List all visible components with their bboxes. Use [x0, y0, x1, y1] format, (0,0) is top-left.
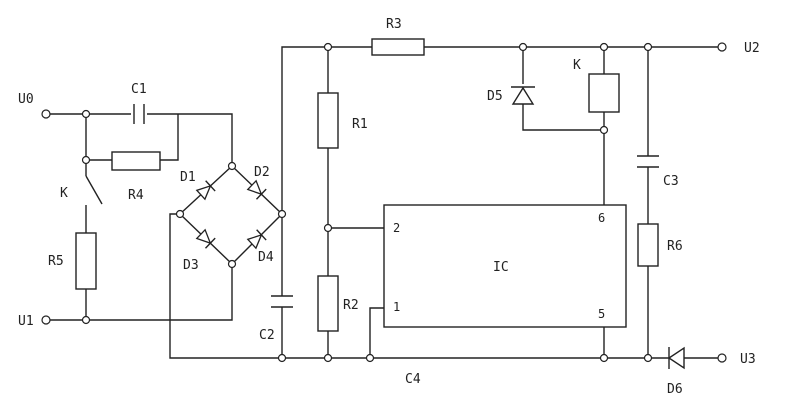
terminal-u0	[41, 109, 51, 119]
terminal-u2	[717, 42, 727, 52]
diode-d2	[246, 179, 267, 200]
label-r5: R5	[48, 254, 64, 269]
ic-pin-5-label: 5	[598, 307, 605, 321]
label-d3: D3	[183, 258, 199, 273]
label-c2: C2	[259, 328, 275, 343]
junction-nodes	[81, 42, 653, 363]
ic-pin-6-label: 6	[598, 211, 605, 225]
resistor-r2	[317, 275, 339, 332]
ic-pin-2-label: 2	[393, 221, 400, 235]
label-d5: D5	[487, 89, 503, 104]
label-u2: U2	[744, 41, 760, 56]
diode-d4	[246, 229, 267, 250]
switch-k	[85, 175, 103, 205]
resistor-r4	[111, 151, 161, 171]
label-d4: D4	[258, 250, 274, 265]
terminal-u1	[41, 315, 51, 325]
label-r1: R1	[352, 117, 368, 132]
capacitor-c3	[637, 155, 659, 168]
label-d2: D2	[254, 165, 270, 180]
resistor-r5	[75, 232, 97, 290]
label-c3: C3	[663, 174, 679, 189]
label-relay-k: K	[573, 58, 581, 73]
label-r4: R4	[128, 188, 144, 203]
label-u0: U0	[18, 92, 34, 107]
ic-pin-1-label: 1	[393, 300, 400, 314]
diode-d5	[511, 86, 535, 105]
label-r6: R6	[667, 239, 683, 254]
label-u3: U3	[740, 352, 756, 367]
label-d6: D6	[667, 382, 683, 397]
terminal-u3	[717, 353, 727, 363]
relay-coil-k	[588, 73, 620, 113]
label-r2: R2	[343, 298, 359, 313]
label-r3: R3	[386, 17, 402, 32]
ic-chip	[383, 204, 627, 328]
label-c1: C1	[131, 82, 147, 97]
resistor-r3	[371, 38, 425, 56]
label-u1: U1	[18, 314, 34, 329]
diode-d6	[667, 346, 685, 370]
diode-d1	[195, 180, 216, 201]
capacitor-c2	[271, 295, 293, 308]
label-c4: C4	[405, 372, 421, 387]
resistor-r6	[637, 223, 659, 267]
label-switch-k: K	[60, 186, 68, 201]
resistor-r1	[317, 92, 339, 149]
label-d1: D1	[180, 170, 196, 185]
diode-d3	[195, 228, 216, 249]
capacitor-c1	[131, 104, 147, 124]
label-ic: IC	[493, 260, 509, 275]
